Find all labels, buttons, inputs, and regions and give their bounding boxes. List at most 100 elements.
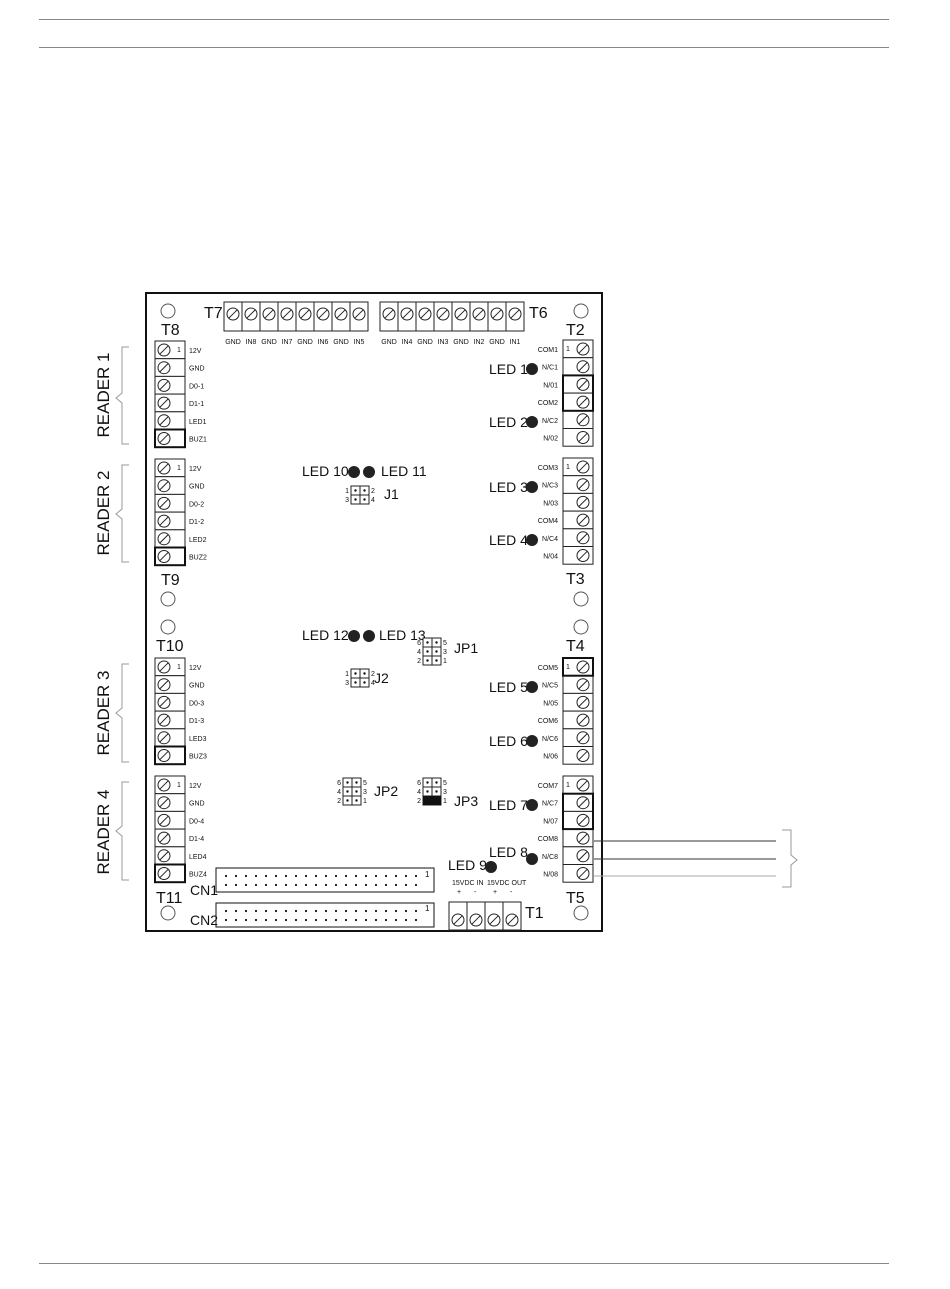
mounting-hole-icon <box>160 303 176 319</box>
header-pin <box>363 489 366 492</box>
screw-slot <box>282 309 292 319</box>
connector-cn1-label: CN1 <box>190 882 218 898</box>
screw-slot <box>159 463 169 473</box>
connector-pin <box>264 874 268 878</box>
reader-3-label: READER 3 <box>94 670 113 755</box>
connector-pin <box>224 909 228 913</box>
connector-pin <box>414 883 418 887</box>
terminal-pin-label: D0-4 <box>189 818 204 825</box>
connector-pin <box>414 909 418 913</box>
header-pin-number: 3 <box>443 789 447 796</box>
header-pin <box>435 781 438 784</box>
connector-pin <box>404 883 408 887</box>
connector-pin <box>354 883 358 887</box>
screw-slot <box>336 309 346 319</box>
mounting-hole-icon <box>573 905 589 921</box>
screw-slot <box>471 915 481 925</box>
header-pin-number: 1 <box>443 798 447 805</box>
connector-pin <box>234 909 238 913</box>
header-pin-number: 2 <box>371 671 375 678</box>
connector-pin <box>334 918 338 922</box>
led-13-icon <box>363 630 375 642</box>
relay-leds: LED 1 LED 2 LED 3 LED 4 LED 5 LED 6 LED … <box>489 361 538 865</box>
connector-pin <box>324 874 328 878</box>
led-10-icon <box>348 466 360 478</box>
polarity-in-plus: + <box>457 889 461 896</box>
terminal-pin-label: N/08 <box>543 872 558 879</box>
screw-slot <box>578 733 588 743</box>
screw-slot <box>159 833 169 843</box>
led-5-label: LED 5 <box>489 679 528 695</box>
reader-brackets <box>115 346 129 881</box>
header-pin-number: 3 <box>443 649 447 656</box>
connector-pin <box>234 883 238 887</box>
screw-slot <box>318 309 328 319</box>
screw-slot <box>578 397 588 407</box>
connector-pin <box>374 918 378 922</box>
screw-slot <box>159 481 169 491</box>
header-pin <box>354 489 357 492</box>
header-pin <box>354 672 357 675</box>
screw-slot <box>578 379 588 389</box>
header-pin-number: 2 <box>417 798 421 805</box>
connector-cn1 <box>215 867 435 893</box>
terminal-pin-label: N/C6 <box>542 736 558 743</box>
led-10-label: LED 10 <box>302 463 349 479</box>
screw-slot <box>159 851 169 861</box>
header-pin-number: 4 <box>337 789 341 796</box>
connector-cn2 <box>215 902 435 928</box>
screw-slot <box>578 515 588 525</box>
mounting-hole-icon <box>160 591 176 607</box>
connector-pin <box>324 918 328 922</box>
screw-slot <box>159 498 169 508</box>
terminal-pin-label: GND <box>189 801 205 808</box>
terminal-pin-label: IN2 <box>474 339 485 346</box>
connector-pin <box>364 918 368 922</box>
header-pin <box>426 650 429 653</box>
header-pin-number: 2 <box>337 798 341 805</box>
connector-pin <box>294 909 298 913</box>
center-leds: LED 10 LED 11 LED 12 LED 13 <box>302 463 427 643</box>
screw-slot <box>578 750 588 761</box>
screw-slot <box>159 551 169 562</box>
header-pin <box>354 498 357 501</box>
connector-pin <box>284 874 288 878</box>
header-rule-bottom <box>39 47 889 48</box>
connector-pin <box>314 909 318 913</box>
connector-pin <box>264 909 268 913</box>
footer-rule <box>39 1263 889 1264</box>
connector-pin <box>404 909 408 913</box>
connector-pin <box>224 883 228 887</box>
terminal-label-t4: T4 <box>566 638 585 655</box>
terminal-pin-label: GND <box>453 339 469 346</box>
screw-slot <box>159 750 169 761</box>
header-pin-number: 2 <box>417 658 421 665</box>
terminal-pin-label: IN8 <box>246 339 257 346</box>
screw-slot <box>578 480 588 490</box>
terminal-pin-label: D0-2 <box>189 501 204 508</box>
connector-pin <box>294 918 298 922</box>
screw-slot <box>159 380 169 390</box>
connector-pin <box>374 874 378 878</box>
led-11-label: LED 11 <box>381 463 427 479</box>
header-jp1-label: JP1 <box>454 640 478 656</box>
connector-pin <box>384 883 388 887</box>
screw-slot <box>578 798 588 808</box>
screw-slot <box>159 398 169 408</box>
screw-slot <box>159 815 169 825</box>
terminal-pin-label: N/07 <box>543 818 558 825</box>
screw-slot <box>384 309 394 319</box>
connector-pin <box>224 918 228 922</box>
screw-slot <box>402 309 412 319</box>
header-j2-label: J2 <box>374 670 389 686</box>
header-jp2-label: JP2 <box>374 783 398 799</box>
connector-pin <box>314 883 318 887</box>
connector-cn2-pin-one: 1 <box>425 904 430 913</box>
connector-pin <box>224 874 228 878</box>
pin-one-marker: 1 <box>177 465 181 472</box>
connector-pin <box>324 909 328 913</box>
connector-pin <box>354 909 358 913</box>
